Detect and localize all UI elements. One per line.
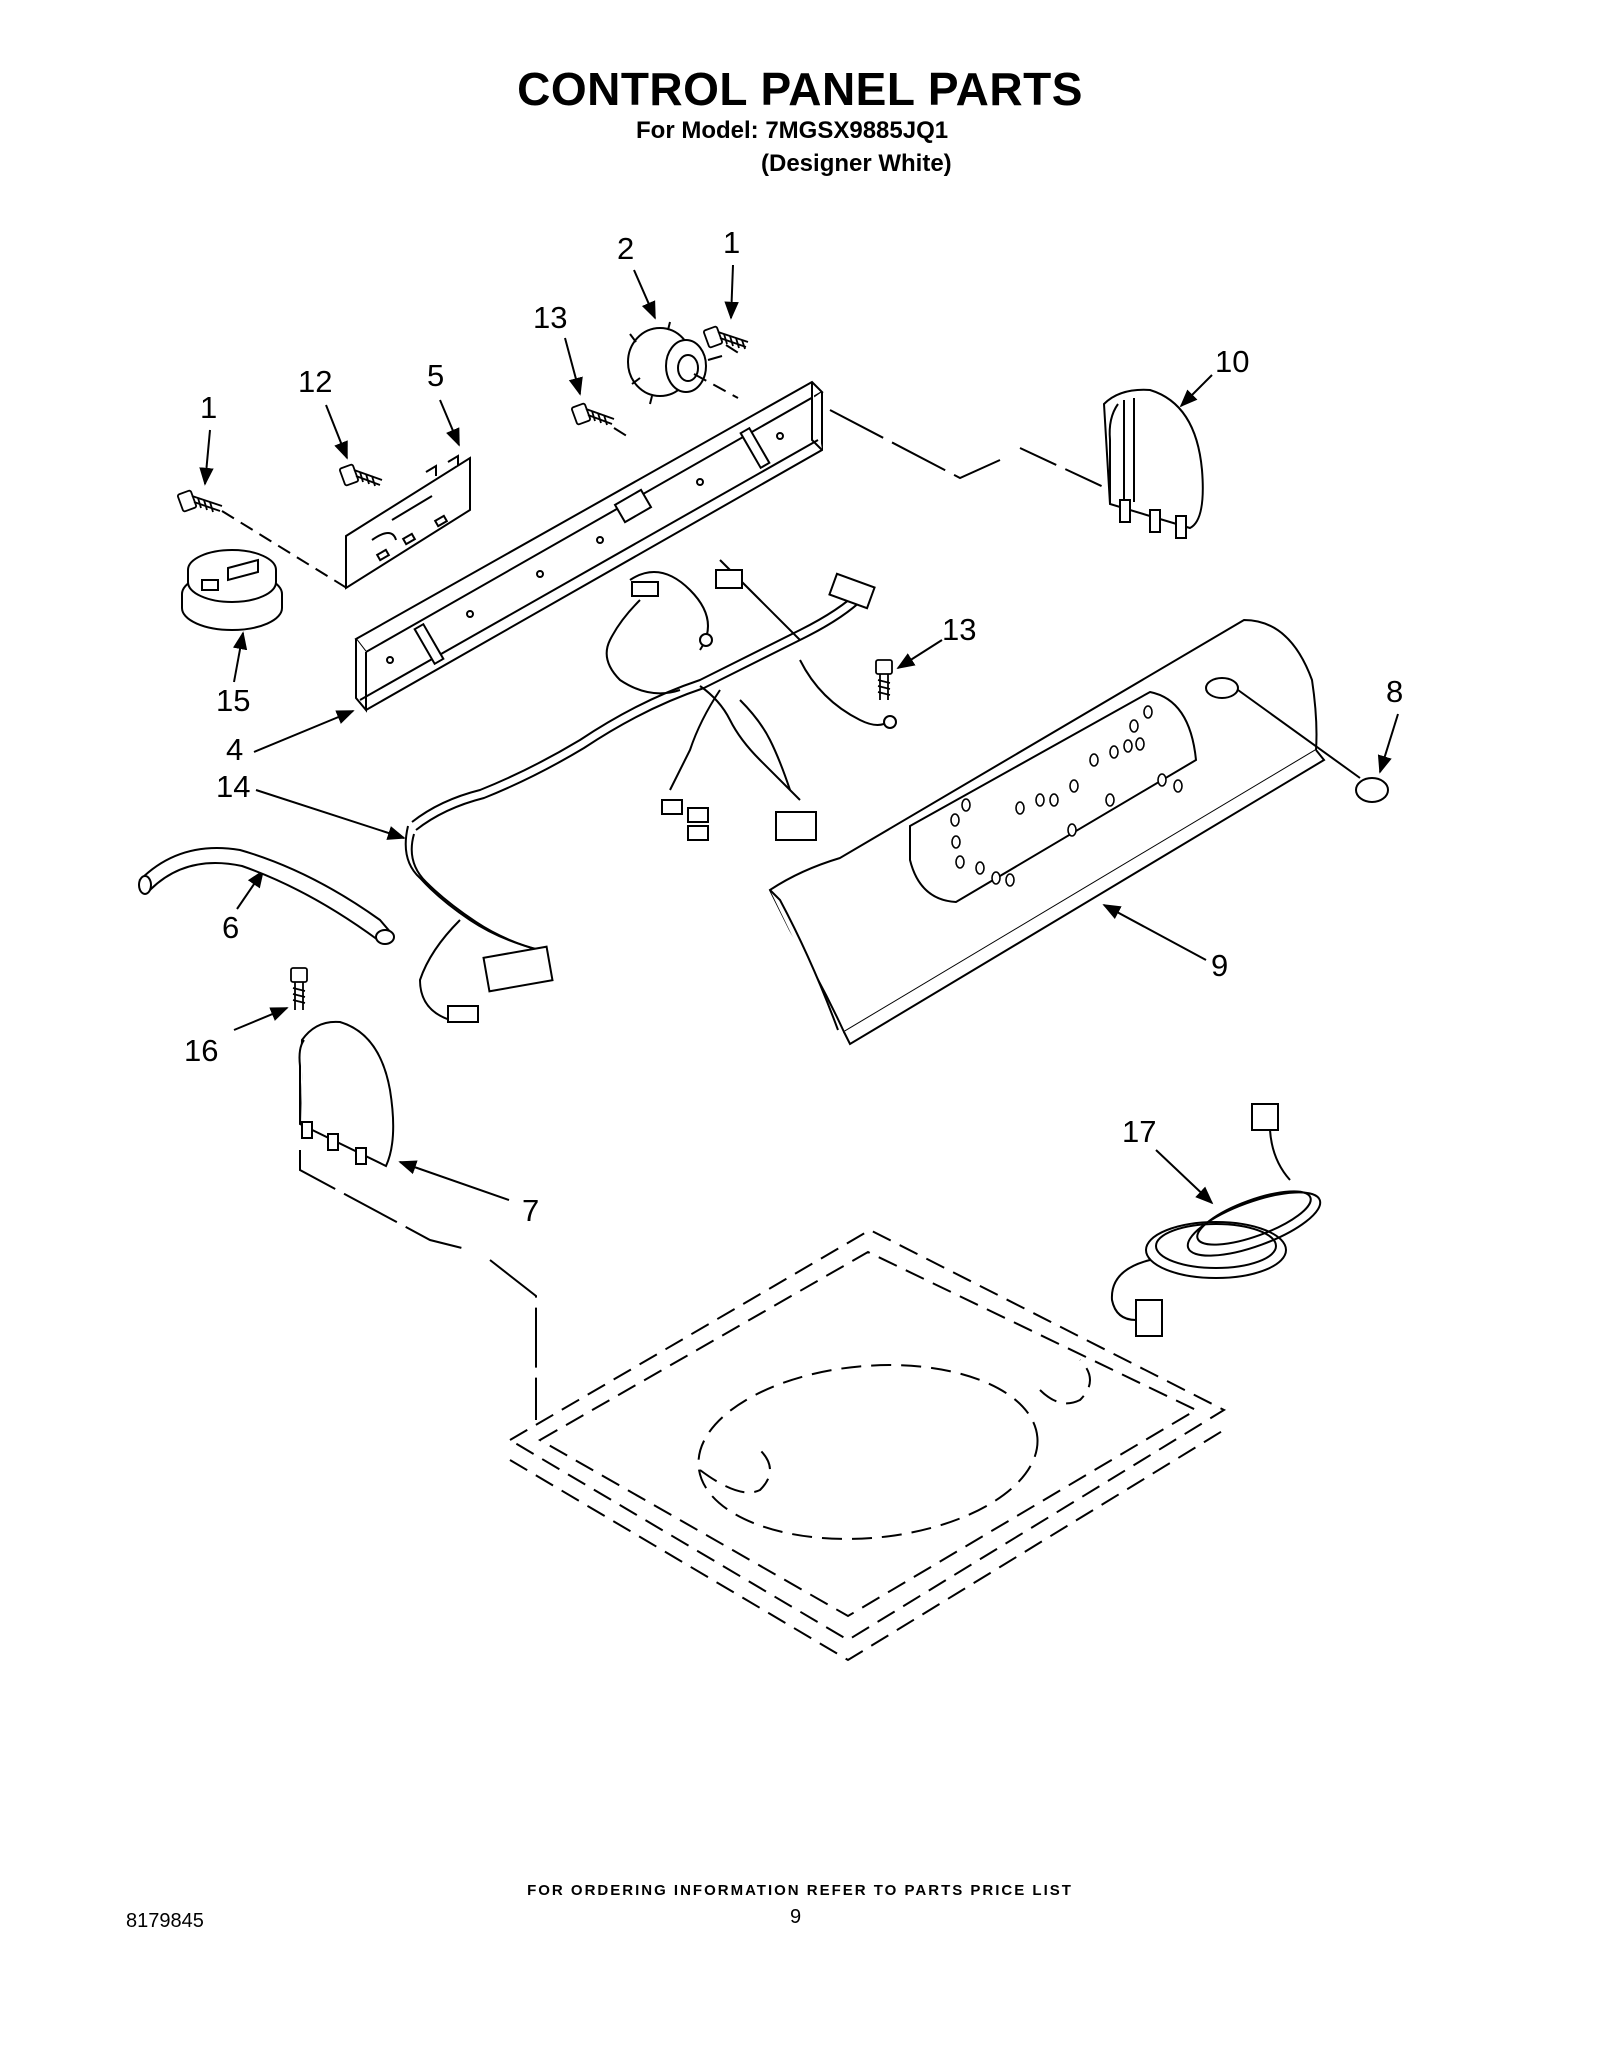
leader-arrow-16 <box>233 1007 289 1031</box>
page-title: CONTROL PANEL PARTS <box>517 63 1083 115</box>
screw-part-1-top <box>703 325 749 350</box>
callout-15: 15 <box>216 683 250 718</box>
screw-part-13-right <box>875 659 893 700</box>
callout-4: 4 <box>226 732 243 767</box>
console-part-9 <box>768 618 1326 1046</box>
wire-harness-connectors <box>447 569 897 1023</box>
leader-arrow-1-top <box>724 264 739 320</box>
leader-arrows <box>199 264 1399 1205</box>
leader-arrow-6 <box>236 869 265 910</box>
tube-part-6 <box>138 847 395 945</box>
leader-arrow-17 <box>1155 1149 1214 1205</box>
leader-arrow-4 <box>253 710 355 753</box>
callout-5: 5 <box>427 358 444 393</box>
callout-17: 17 <box>1122 1114 1156 1149</box>
console-buttons <box>950 705 1183 887</box>
leader-arrow-13-right <box>896 639 943 669</box>
alignment-dashes <box>221 344 741 591</box>
wire-harness-part-14 <box>404 559 891 1021</box>
trim-part-8 <box>1355 777 1389 803</box>
screw-part-16 <box>290 967 308 1010</box>
leader-arrow-1-left <box>199 429 214 486</box>
model-number: For Model: 7MGSX9885JQ1 <box>636 117 949 144</box>
screw-part-13-top <box>571 402 615 426</box>
alignment-lines-10 <box>829 409 1111 491</box>
leader-arrow-15 <box>232 631 248 683</box>
callout-16: 16 <box>184 1033 218 1068</box>
leader-arrow-9 <box>1102 904 1207 961</box>
timer-switch-part-2 <box>627 321 723 405</box>
screw-part-12 <box>339 463 383 487</box>
end-cap-part-7 <box>298 1020 395 1168</box>
callout-13-top: 13 <box>533 300 567 335</box>
pressure-switch-part-15 <box>181 549 283 631</box>
callout-1-top: 1 <box>723 225 740 260</box>
callout-14: 14 <box>216 769 250 804</box>
callout-13-right: 13 <box>942 612 976 647</box>
power-cord-part-17 <box>1110 1103 1322 1337</box>
page-number: 9 <box>790 1906 802 1928</box>
leader-arrow-2 <box>633 269 656 320</box>
console-bracket-part-4 <box>354 380 824 713</box>
model-variant: (Designer White) <box>761 150 952 177</box>
callout-10: 10 <box>1215 344 1249 379</box>
callout-6: 6 <box>222 910 239 945</box>
leader-arrow-10 <box>1179 374 1213 408</box>
leader-arrow-13-top <box>564 337 583 396</box>
document-number: 8179845 <box>126 1910 204 1932</box>
leader-arrow-12 <box>325 404 348 460</box>
callout-12: 12 <box>298 364 332 399</box>
callout-8: 8 <box>1386 674 1403 709</box>
ordering-note: FOR ORDERING INFORMATION REFER TO PARTS … <box>527 1882 1073 1899</box>
callout-2: 2 <box>617 231 634 266</box>
callout-9: 9 <box>1211 948 1228 983</box>
leader-arrow-7 <box>398 1160 510 1201</box>
callout-7: 7 <box>522 1193 539 1228</box>
leader-arrow-5 <box>439 399 460 447</box>
leader-arrow-8 <box>1377 713 1399 774</box>
screw-part-1-left <box>177 489 223 513</box>
callout-1-left: 1 <box>200 390 217 425</box>
alignment-line-8 <box>1237 689 1361 779</box>
leader-arrow-14 <box>255 789 406 840</box>
end-cap-part-10 <box>1102 388 1204 539</box>
control-board-part-5 <box>345 454 471 590</box>
alignment-lines-7 <box>299 1150 537 1420</box>
top-panel-reference <box>508 1228 1227 1662</box>
